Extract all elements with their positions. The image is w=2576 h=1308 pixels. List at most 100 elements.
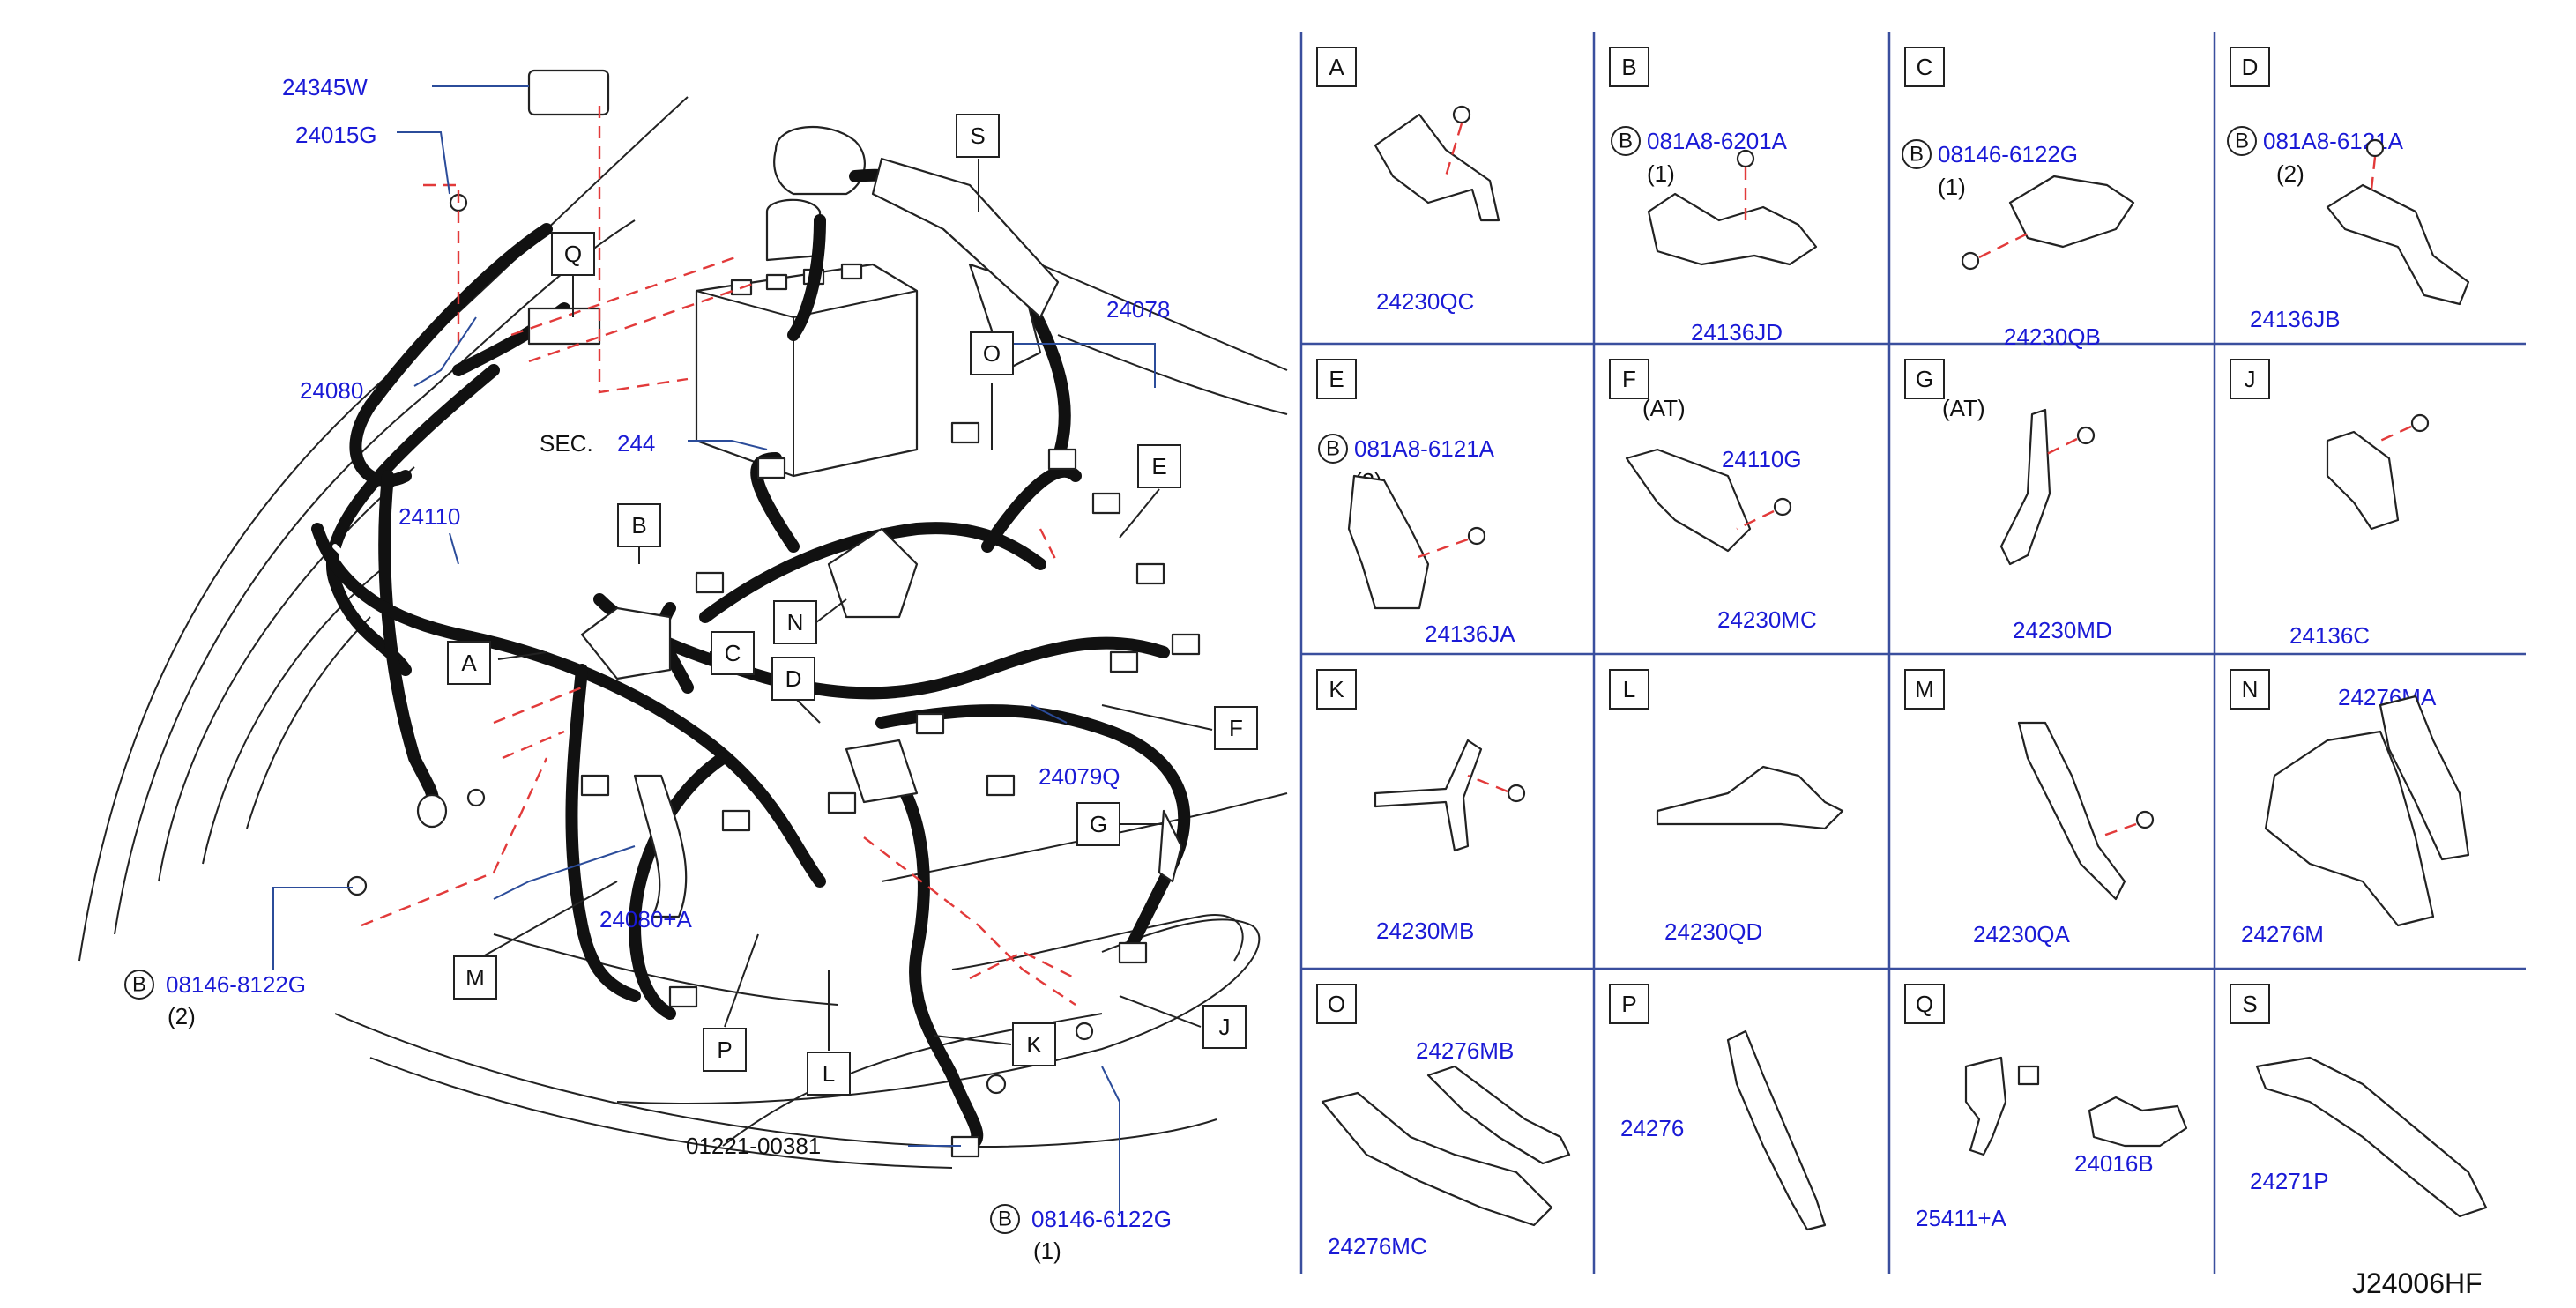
panel-letter-box bbox=[1316, 47, 1357, 87]
label-08146-6122G: 08146-6122G bbox=[1031, 1206, 1172, 1232]
panel-letter: K bbox=[1329, 676, 1344, 702]
svg-text:D: D bbox=[785, 665, 802, 692]
panel-letter: G bbox=[1916, 366, 1933, 392]
panel-letter: C bbox=[1917, 54, 1933, 80]
panel-part-number: 24230QC bbox=[1376, 288, 1474, 315]
panel-letter-box bbox=[2230, 984, 2270, 1024]
label-24080A: 24080+A bbox=[599, 906, 692, 933]
svg-text:J: J bbox=[1219, 1014, 1231, 1040]
panel-letter: A bbox=[1329, 54, 1344, 80]
panel-part-number: 24136JB bbox=[2250, 306, 2341, 332]
panel-part-number-secondary: 24276MB bbox=[1416, 1037, 1514, 1064]
svg-text:C: C bbox=[725, 640, 741, 666]
panel-letter-box bbox=[1316, 669, 1357, 710]
main-labels: 24345W 24015G 24080 24110 24078 24079Q 2… bbox=[124, 74, 1172, 1264]
svg-text:B: B bbox=[998, 1208, 1012, 1231]
svg-text:M: M bbox=[465, 964, 485, 991]
svg-text:P: P bbox=[717, 1037, 732, 1063]
panel-letter: D bbox=[2242, 54, 2259, 80]
panel-part-number: 24276 bbox=[1620, 1115, 1684, 1141]
svg-text:O: O bbox=[983, 340, 1001, 367]
panel-bolt-part: 08146-6122G bbox=[1938, 141, 2078, 167]
panel-part-number-secondary: 24110G bbox=[1722, 446, 1802, 472]
callout-C: C bbox=[711, 631, 755, 675]
callout-A: A bbox=[447, 641, 491, 685]
panel-letter-box bbox=[1316, 984, 1357, 1024]
svg-text:K: K bbox=[1026, 1031, 1042, 1058]
panel-part-number: 24136JA bbox=[1425, 621, 1515, 647]
label-08146-8122G: 08146-8122G bbox=[166, 971, 306, 998]
panel-part-number: 24230QD bbox=[1664, 918, 1762, 945]
bolt-marker-8122: B bbox=[124, 970, 154, 1000]
panel-letter: L bbox=[1623, 676, 1635, 702]
svg-text:A: A bbox=[461, 650, 477, 676]
callout-E: E bbox=[1137, 444, 1181, 488]
connectors bbox=[416, 69, 1201, 1158]
callout-F: F bbox=[1214, 706, 1258, 750]
label-24079Q: 24079Q bbox=[1039, 763, 1120, 790]
panel-bolt-qty: (1) bbox=[1938, 174, 1966, 200]
panel-grid bbox=[1299, 32, 2526, 1274]
callout-Q: Q bbox=[551, 232, 595, 276]
label-sec: SEC. bbox=[540, 430, 593, 457]
bolt-marker-letter: B bbox=[1910, 143, 1924, 167]
bolt-marker-letter: B bbox=[1619, 130, 1633, 153]
callout-K: K bbox=[1012, 1022, 1056, 1066]
intake-boot bbox=[765, 125, 866, 262]
svg-text:F: F bbox=[1229, 715, 1243, 741]
callout-J: J bbox=[1202, 1005, 1247, 1049]
label-sec-244: 244 bbox=[617, 430, 655, 457]
bolt-marker-circle bbox=[2227, 126, 2257, 156]
harness-brackets bbox=[580, 157, 1183, 918]
callout-G: G bbox=[1076, 802, 1120, 846]
panel-note: (AT) bbox=[1642, 395, 1686, 421]
bolt-marker-circle bbox=[1318, 434, 1348, 464]
label-24110: 24110 bbox=[398, 503, 460, 530]
main-callouts: S Q O E B A C N D F G J K L P M bbox=[447, 114, 1258, 1096]
callout-O: O bbox=[970, 331, 1014, 375]
panel-part-number: 24230MD bbox=[2013, 617, 2112, 643]
callout-S: S bbox=[956, 114, 1000, 158]
callout-P: P bbox=[703, 1028, 747, 1072]
panel-letter-box bbox=[1904, 47, 1945, 87]
panel-bolt-qty: (2) bbox=[2276, 160, 2304, 187]
panel-part-number: 24276M bbox=[2241, 921, 2324, 948]
panel-sketches bbox=[1321, 105, 2488, 1231]
panel-part-number-secondary: 24016B bbox=[2074, 1150, 2154, 1177]
panel-letter-box bbox=[2230, 47, 2270, 87]
label-24078: 24078 bbox=[1106, 296, 1170, 323]
panel-part-number: 25411+A bbox=[1916, 1205, 2007, 1231]
panel-letter: S bbox=[2242, 991, 2257, 1017]
panel-note: (AT) bbox=[1942, 395, 1985, 421]
svg-text:B: B bbox=[132, 973, 146, 997]
label-01221-00381: 01221-00381 bbox=[686, 1133, 821, 1159]
svg-text:Q: Q bbox=[564, 241, 582, 267]
label-8122-qty: (2) bbox=[168, 1003, 196, 1029]
bolt-marker-6122: B bbox=[990, 1204, 1020, 1234]
svg-text:B: B bbox=[631, 512, 646, 539]
svg-text:L: L bbox=[823, 1060, 835, 1087]
panel-part-number: 24136C bbox=[2289, 622, 2370, 649]
panel-letter-box bbox=[1904, 669, 1945, 710]
svg-text:G: G bbox=[1090, 811, 1107, 837]
panel-letter-box bbox=[2230, 359, 2270, 399]
label-6122-qty: (1) bbox=[1033, 1237, 1061, 1264]
panel-letter-box bbox=[2230, 669, 2270, 710]
panel-letter: O bbox=[1328, 991, 1345, 1017]
callout-D: D bbox=[771, 657, 815, 701]
bolt-marker-letter: B bbox=[2235, 130, 2249, 153]
bolt-marker-circle bbox=[1611, 126, 1641, 156]
panel-bolt-part: 081A8-6201A bbox=[1647, 128, 1788, 154]
label-24345W: 24345W bbox=[282, 74, 368, 100]
bolt-marker-circle bbox=[1902, 139, 1932, 169]
diagram-code: J24006HF bbox=[2352, 1267, 2483, 1299]
panel-letter: N bbox=[2242, 676, 2259, 702]
panel-bolt-qty: (1) bbox=[1647, 160, 1675, 187]
panel-part-number: 24230QB bbox=[2004, 323, 2101, 350]
panel-bolt-part: 081A8-6121A bbox=[1354, 435, 1495, 462]
panel-part-number: 24276MC bbox=[1328, 1233, 1427, 1260]
leader-lines bbox=[272, 85, 1156, 1216]
panel-letter: M bbox=[1915, 676, 1934, 702]
